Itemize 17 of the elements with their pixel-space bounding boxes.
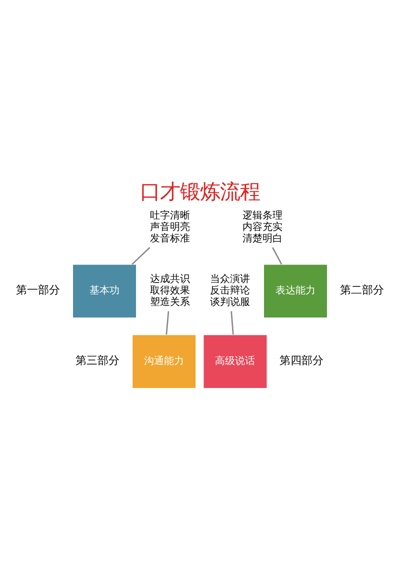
connector <box>166 310 170 334</box>
node-box: 沟通能力 <box>132 334 196 388</box>
connector <box>272 246 282 264</box>
node-box: 高级说话 <box>203 334 268 388</box>
diagram-title: 口才锻炼流程 <box>140 179 260 204</box>
node-text: 吐字清晰 声音明亮 发音标准 <box>150 210 190 244</box>
node-label: 第一部分 <box>16 283 60 296</box>
node-box: 基本功 <box>72 264 137 318</box>
node-box: 表达能力 <box>263 264 328 318</box>
node-label: 第二部分 <box>340 283 384 296</box>
node-label: 第四部分 <box>280 354 324 367</box>
node-text: 逻辑条理 内容充实 清楚明白 <box>242 210 282 244</box>
node-label: 第三部分 <box>76 354 120 367</box>
connector <box>230 310 234 334</box>
node-text: 当众演讲 反击辩论 谈判说服 <box>210 273 250 308</box>
node-text: 达成共识 取得效果 塑造关系 <box>150 273 190 308</box>
connector <box>132 246 150 264</box>
